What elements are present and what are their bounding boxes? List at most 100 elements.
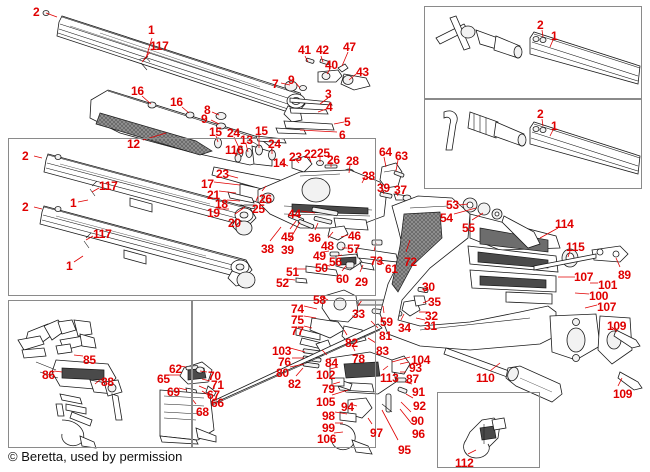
callout-20-37: 20 [228, 216, 241, 230]
callout-22-27: 22 [304, 147, 317, 161]
callout-49-52: 49 [313, 249, 326, 263]
callout-82-93: 82 [288, 377, 301, 391]
callout-45-45: 45 [281, 230, 294, 244]
callout-9-9: 9 [288, 73, 295, 87]
callout-37-43: 37 [394, 183, 407, 197]
leader-109-73 [617, 377, 623, 387]
callout-38-31: 38 [362, 169, 375, 183]
callout-1-131: 1 [551, 29, 558, 43]
callout-9-7: 9 [201, 112, 208, 126]
callout-50-54: 50 [315, 261, 328, 275]
leader-34-79 [400, 313, 405, 321]
callout-18-35: 18 [215, 197, 228, 211]
callout-29-58: 29 [355, 275, 368, 289]
callout-46-50: 46 [348, 229, 361, 243]
callout-66-127: 66 [211, 396, 224, 410]
leader-110-74 [489, 362, 501, 372]
callout-65-123: 65 [157, 372, 170, 386]
leader-47-13 [341, 51, 349, 67]
leader-53-62 [458, 203, 469, 206]
callout-17-33: 17 [201, 177, 214, 191]
magazine-panel [192, 300, 376, 448]
callout-14-25: 14 [273, 156, 286, 170]
part-112-panel [437, 392, 540, 468]
callout-25-38: 25 [252, 202, 265, 216]
callout-36-48: 36 [308, 231, 321, 245]
callout-43-14: 43 [356, 65, 369, 79]
callout-104-111: 104 [411, 353, 431, 367]
leader-72-61 [405, 239, 411, 253]
callout-6-18: 6 [339, 128, 346, 142]
callout-90-105: 90 [411, 414, 424, 428]
callout-95-103: 95 [398, 443, 411, 457]
callout-64-40: 64 [379, 145, 392, 159]
callout-109-73: 109 [613, 387, 633, 401]
callout-47-13: 47 [343, 40, 356, 54]
callout-44-44: 44 [288, 207, 301, 221]
callout-35-76: 35 [428, 295, 441, 309]
callout-74-84: 74 [291, 302, 304, 316]
callout-87-108: 87 [406, 372, 419, 386]
callout-30-75: 30 [422, 280, 435, 294]
callout-1-115: 1 [70, 196, 77, 210]
callout-24-20: 24 [227, 126, 240, 140]
callout-80-92: 80 [276, 366, 289, 380]
callout-109-72: 109 [607, 319, 627, 333]
callout-33-81: 33 [352, 307, 365, 321]
callout-113-110: 113 [380, 371, 399, 385]
callout-26-39: 26 [259, 192, 272, 206]
callout-84-94: 84 [325, 356, 338, 370]
callout-60-57: 60 [336, 272, 349, 286]
callout-55-64: 55 [462, 221, 475, 235]
leader-9-7 [210, 119, 220, 125]
callout-102-95: 102 [316, 368, 336, 382]
callout-2-130: 2 [537, 18, 544, 32]
callout-38-46: 38 [261, 242, 274, 256]
callout-81-82: 81 [379, 329, 392, 343]
callout-76-91: 76 [278, 355, 291, 369]
callout-39-47: 39 [281, 243, 294, 257]
callout-1-118: 1 [66, 259, 73, 273]
callout-106-101: 106 [317, 432, 337, 446]
callout-2-116: 2 [22, 200, 29, 214]
callout-24-23: 24 [268, 137, 281, 151]
leader-5-17 [333, 121, 345, 125]
callout-28-30: 28 [346, 154, 359, 168]
callout-88-121: 88 [101, 375, 114, 389]
callout-56-53: 56 [329, 255, 342, 269]
callout-25-28: 25 [317, 146, 330, 160]
copyright-notice: © Beretta, used by permission [8, 449, 183, 464]
callout-96-104: 96 [412, 427, 425, 441]
callout-116-24: 116 [225, 143, 244, 157]
leader-8-6 [211, 111, 220, 116]
callout-15-19: 15 [209, 125, 222, 139]
callout-112-112: 112 [455, 456, 474, 470]
callout-62-122: 62 [169, 362, 182, 376]
callout-92-106: 92 [413, 399, 426, 413]
callout-52-56: 52 [276, 276, 289, 290]
callout-110-74: 110 [476, 371, 495, 385]
callout-99-100: 99 [322, 421, 335, 435]
callout-75-85: 75 [291, 313, 304, 327]
callout-61-59: 61 [385, 262, 398, 276]
callout-72-61: 72 [404, 255, 417, 269]
callout-39-42: 39 [377, 181, 390, 195]
callout-70-124: 70 [208, 369, 221, 383]
leader-95-103 [381, 409, 399, 441]
callout-59-80: 59 [380, 315, 393, 329]
callout-86-120: 86 [42, 368, 55, 382]
callout-51-55: 51 [286, 265, 299, 279]
callout-2-113: 2 [22, 149, 29, 163]
callout-16-4: 16 [170, 95, 183, 109]
leader-43-14 [348, 73, 357, 81]
callout-57-51: 57 [347, 242, 360, 256]
callout-19-36: 19 [207, 206, 220, 220]
leader-16-4 [181, 106, 190, 114]
callout-40-12: 40 [325, 58, 338, 72]
leader-59-80 [382, 305, 385, 314]
tool-top-panel [424, 6, 642, 99]
callout-117-2: 117 [150, 39, 169, 53]
callout-117-114: 117 [99, 179, 118, 193]
callout-34-79: 34 [398, 321, 411, 335]
